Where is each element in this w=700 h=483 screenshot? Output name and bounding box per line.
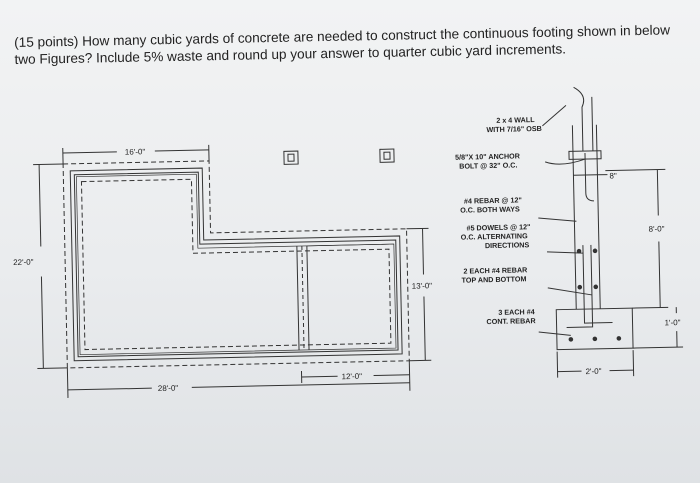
dim-footing-depth-label: 1'-0" — [664, 318, 680, 327]
dim-left-label: 22'-0" — [13, 258, 34, 267]
plan-icon-right — [379, 148, 395, 163]
dim-height-label: 8'-0" — [648, 224, 664, 233]
footing-plan — [33, 144, 432, 398]
cont-label-1: 3 EACH #4 — [498, 307, 535, 317]
dowels-label-1: #5 DOWELS @ 12" — [466, 222, 530, 232]
wall-label-2: WITH 7/16" OSB — [486, 124, 542, 134]
wall-label-1: 2 x 4 WALL — [496, 115, 535, 125]
dowels-label-2: O.C. ALTERNATING — [461, 231, 529, 241]
dim-stem-label: 8" — [609, 171, 617, 180]
footing-section — [538, 86, 684, 378]
rebar2-label-2: TOP AND BOTTOM — [462, 274, 527, 284]
anchor-label-2: BOLT @ 32" O.C. — [459, 160, 517, 170]
rebar-label-1: #4 REBAR @ 12" — [464, 195, 522, 205]
plan-icon-left — [283, 150, 299, 165]
dim-right-label: 13'-0" — [412, 281, 433, 290]
dim-footing-width-label: 2'-0" — [585, 367, 601, 376]
anchor-label-1: 5/8"X 10" ANCHOR — [455, 151, 521, 161]
rebar-label-2: O.C. BOTH WAYS — [460, 204, 520, 214]
dim-bottom-long-label: 28'-0" — [158, 384, 179, 393]
cont-label-2: CONT. REBAR — [486, 316, 536, 326]
rebar2-label-1: 2 EACH #4 REBAR — [463, 265, 528, 275]
dowels-label-3: DIRECTIONS — [485, 240, 530, 250]
dim-bottom-short-label: 12'-0" — [342, 372, 363, 381]
dim-top-label: 16'-0" — [125, 147, 146, 156]
